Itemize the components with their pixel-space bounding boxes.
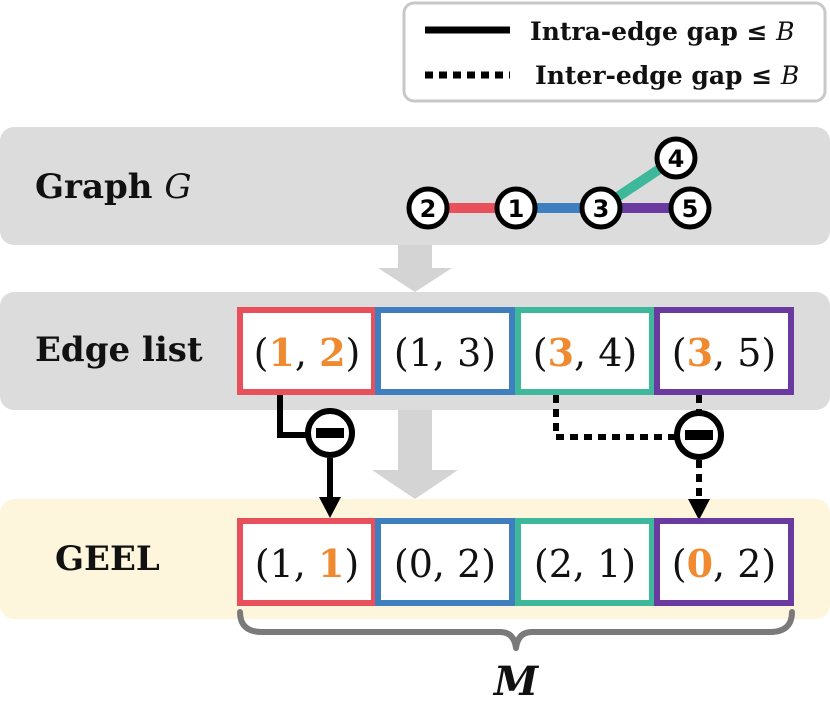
svg-text:1: 1 [508,195,525,223]
edge-cell: (3, 4) [515,307,655,395]
graph-node-1: 1 [494,186,538,230]
graph-node-4: 4 [654,136,698,180]
arrow-graph-to-edgelist [378,245,452,292]
graph-g: 2 1 3 4 5 [406,136,712,230]
svg-text:(2, 1): (2, 1) [534,542,636,586]
inter-edge-connector [553,395,724,520]
edge-list-row-label: Edge list [35,330,203,370]
svg-text:(3, 4): (3, 4) [533,330,637,375]
edge-cell: (1, 3) [375,307,515,395]
edge-list-cells: (1, 2) (1, 3) (3, 4) (3, 5) [237,307,794,395]
minus-circle-icon [674,410,724,460]
geel-cell: (0, 2) [654,518,794,606]
brace [237,609,795,651]
geel-row-label: GEEL [55,539,160,579]
svg-text:4: 4 [668,145,685,173]
graph-row-bg [0,127,830,245]
brace-label: M [492,658,540,702]
geel-cell: (0, 2) [375,518,515,606]
graph-node-5: 5 [668,186,712,230]
legend-inter-text: Inter-edge gap ≤ B [535,61,799,90]
legend-intra-text: Intra-edge gap ≤ B [530,17,795,46]
graph-node-3: 3 [579,186,623,230]
minus-circle-icon [305,408,355,458]
svg-text:(1, 2): (1, 2) [254,330,361,375]
intra-edge-connector [277,395,355,518]
svg-text:(0, 2): (0, 2) [672,541,776,586]
svg-text:(1, 3): (1, 3) [394,331,496,375]
svg-text:3: 3 [593,195,610,223]
arrow-edgelist-to-geel [372,410,458,499]
graph-node-2: 2 [406,186,450,230]
svg-text:(3, 5): (3, 5) [672,330,776,375]
svg-text:(1, 1): (1, 1) [255,541,359,586]
svg-text:5: 5 [682,195,699,223]
graph-row-label: Graph G [35,167,191,207]
geel-cell: (1, 1) [237,518,377,606]
svg-text:(0, 2): (0, 2) [394,542,496,586]
edge-cell: (3, 5) [654,307,794,395]
legend: Intra-edge gap ≤ B Inter-edge gap ≤ B [402,1,827,103]
geel-cell: (2, 1) [515,518,655,606]
svg-text:2: 2 [420,195,437,223]
edge-cell: (1, 2) [237,307,377,395]
geel-cells: (1, 1) (0, 2) (2, 1) (0, 2) [237,518,794,606]
